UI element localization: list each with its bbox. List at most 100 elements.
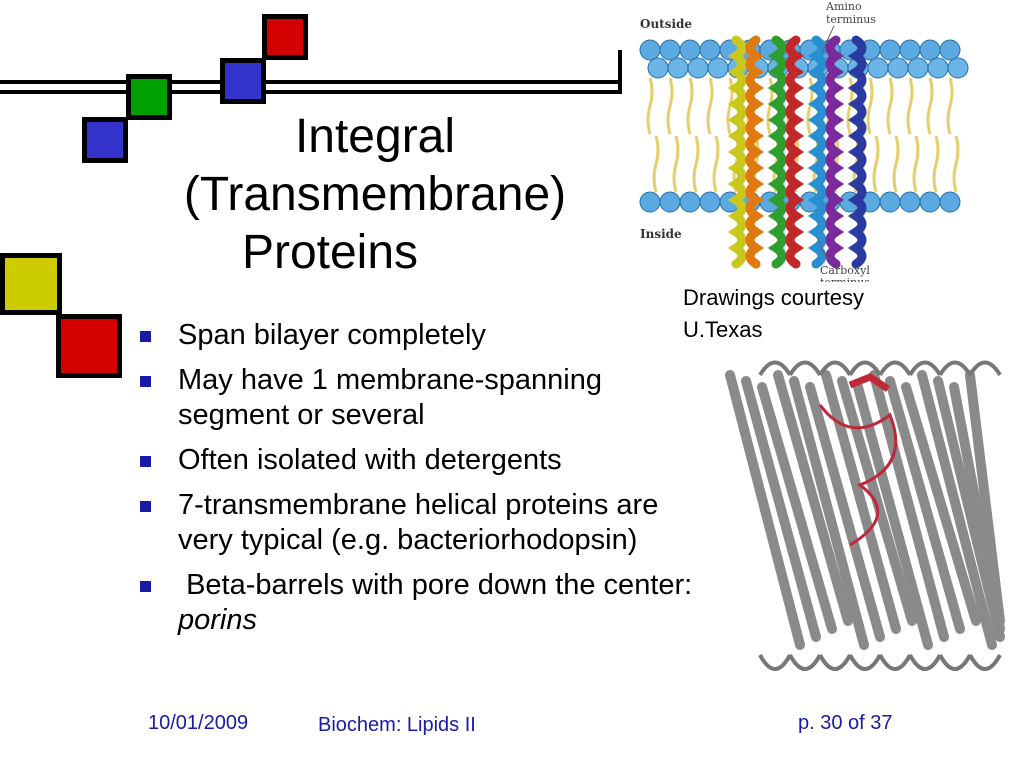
bullet-text: 7-transmembrane helical proteins are ver… bbox=[178, 489, 659, 556]
lipid-tail bbox=[712, 135, 720, 193]
lipid-head bbox=[639, 191, 661, 213]
title-line-3: Proteins bbox=[241, 226, 419, 279]
lipid-tail bbox=[892, 135, 900, 193]
beta-strand bbox=[773, 370, 853, 626]
lipid-tail bbox=[886, 77, 894, 135]
barrel-loop bbox=[878, 360, 912, 377]
lipid-tail bbox=[912, 135, 920, 193]
decor-square-red-bottom bbox=[56, 314, 122, 378]
lipid-head bbox=[879, 39, 901, 61]
helix bbox=[825, 35, 845, 269]
footer-page-number: p. 30 of 37 bbox=[798, 712, 893, 734]
lipid-tail bbox=[872, 135, 880, 193]
footer-date: 10/01/2009 bbox=[148, 712, 249, 734]
barrel-loop bbox=[848, 360, 882, 377]
lipid-head bbox=[887, 57, 909, 79]
bullet-text: Span bilayer completely bbox=[178, 319, 486, 351]
decor-square-blue-top bbox=[220, 58, 266, 104]
lipid-head bbox=[947, 57, 969, 79]
credit-line-1: Drawings courtesy bbox=[683, 285, 864, 310]
beta-barrel-figure bbox=[725, 360, 1005, 671]
beta-strand bbox=[837, 376, 917, 626]
inner-loop bbox=[818, 404, 898, 547]
beta-strand bbox=[805, 382, 885, 642]
bullet-item: Beta-barrels with pore down the center: … bbox=[140, 568, 700, 638]
beta-strand bbox=[725, 370, 805, 650]
slide-title: Integral (Transmembrane) Proteins bbox=[130, 108, 620, 282]
beta-strand bbox=[757, 382, 837, 634]
lipid-head bbox=[659, 39, 681, 61]
barrel-loop bbox=[848, 654, 882, 671]
bullet-text: May have 1 membrane-spanning segment or … bbox=[178, 364, 602, 431]
lipid-head bbox=[687, 57, 709, 79]
lipid-tail bbox=[646, 77, 654, 135]
bullet-text: Often isolated with detergents bbox=[178, 444, 562, 476]
helix bbox=[727, 35, 747, 269]
barrel-loop bbox=[968, 654, 1002, 671]
lipid-head bbox=[899, 39, 921, 61]
lipid-tail bbox=[706, 77, 714, 135]
lipid-tail bbox=[866, 77, 874, 135]
credit-line-2: U.Texas bbox=[683, 317, 763, 342]
inner-loop bbox=[848, 373, 890, 392]
bullet-text: Beta-barrels with pore down the center: bbox=[178, 569, 701, 601]
helix bbox=[847, 35, 867, 269]
outside-label: Outside bbox=[640, 17, 692, 31]
barrel-loop bbox=[938, 654, 972, 671]
helix bbox=[807, 35, 827, 269]
footer-course: Biochem: Lipids II bbox=[318, 714, 476, 736]
lipid-tail bbox=[692, 135, 700, 193]
lipid-tail bbox=[672, 135, 680, 193]
lipid-head bbox=[919, 39, 941, 61]
lipid-tail bbox=[666, 77, 674, 135]
carboxyl-pointer bbox=[817, 237, 829, 263]
inside-label: Inside bbox=[640, 227, 682, 241]
barrel-loop bbox=[908, 654, 942, 671]
bullet-item: Often isolated with detergents bbox=[140, 443, 700, 478]
membrane-protein-figure: Outside Inside Amino terminus Carboxyl t… bbox=[639, 0, 969, 282]
decor-line-end bbox=[618, 50, 622, 94]
decor-square-blue-left bbox=[82, 117, 128, 163]
title-line-2: (Transmembrane) bbox=[183, 168, 567, 221]
barrel-strands bbox=[725, 370, 1005, 650]
lipid-tail bbox=[952, 135, 960, 193]
lipid-head bbox=[639, 39, 661, 61]
barrel-loop bbox=[788, 360, 822, 377]
bullet-emphasis: porins bbox=[178, 604, 257, 636]
amino-pointer bbox=[821, 25, 835, 53]
bullet-marker bbox=[140, 456, 151, 467]
image-credit: Drawings courtesy U.Texas bbox=[683, 282, 933, 346]
lipid-head bbox=[919, 191, 941, 213]
lipid-tail bbox=[686, 77, 694, 135]
lipid-head bbox=[679, 191, 701, 213]
decor-square-red-top bbox=[262, 14, 308, 60]
bullet-marker bbox=[140, 331, 151, 342]
beta-strand bbox=[789, 376, 869, 650]
lipid-tail bbox=[926, 77, 934, 135]
lipid-head bbox=[939, 39, 961, 61]
lipid-tail bbox=[652, 135, 660, 193]
beta-strand bbox=[821, 370, 901, 634]
helix bbox=[745, 35, 765, 269]
decor-square-yellow bbox=[0, 253, 62, 315]
beta-strand bbox=[965, 370, 1005, 626]
beta-strand bbox=[901, 382, 981, 626]
lipid-head bbox=[907, 57, 929, 79]
beta-strand bbox=[885, 376, 965, 634]
lipid-head bbox=[899, 191, 921, 213]
lipid-head bbox=[879, 191, 901, 213]
barrel-loop bbox=[758, 360, 792, 377]
lipid-head bbox=[647, 57, 669, 79]
beta-strand bbox=[917, 370, 997, 650]
amino-label-2: terminus bbox=[826, 13, 876, 26]
lipid-head bbox=[867, 57, 889, 79]
lipid-tail bbox=[906, 77, 914, 135]
barrel-loop bbox=[908, 360, 942, 377]
beta-strand bbox=[741, 376, 821, 642]
barrel-loop bbox=[788, 654, 822, 671]
lipid-tails bbox=[646, 77, 960, 193]
decor-square-green bbox=[126, 74, 172, 120]
bullet-item: May have 1 membrane-spanning segment or … bbox=[140, 363, 700, 433]
carboxyl-label-1: Carboxyl bbox=[820, 264, 870, 277]
lipid-heads-top bbox=[639, 39, 969, 79]
